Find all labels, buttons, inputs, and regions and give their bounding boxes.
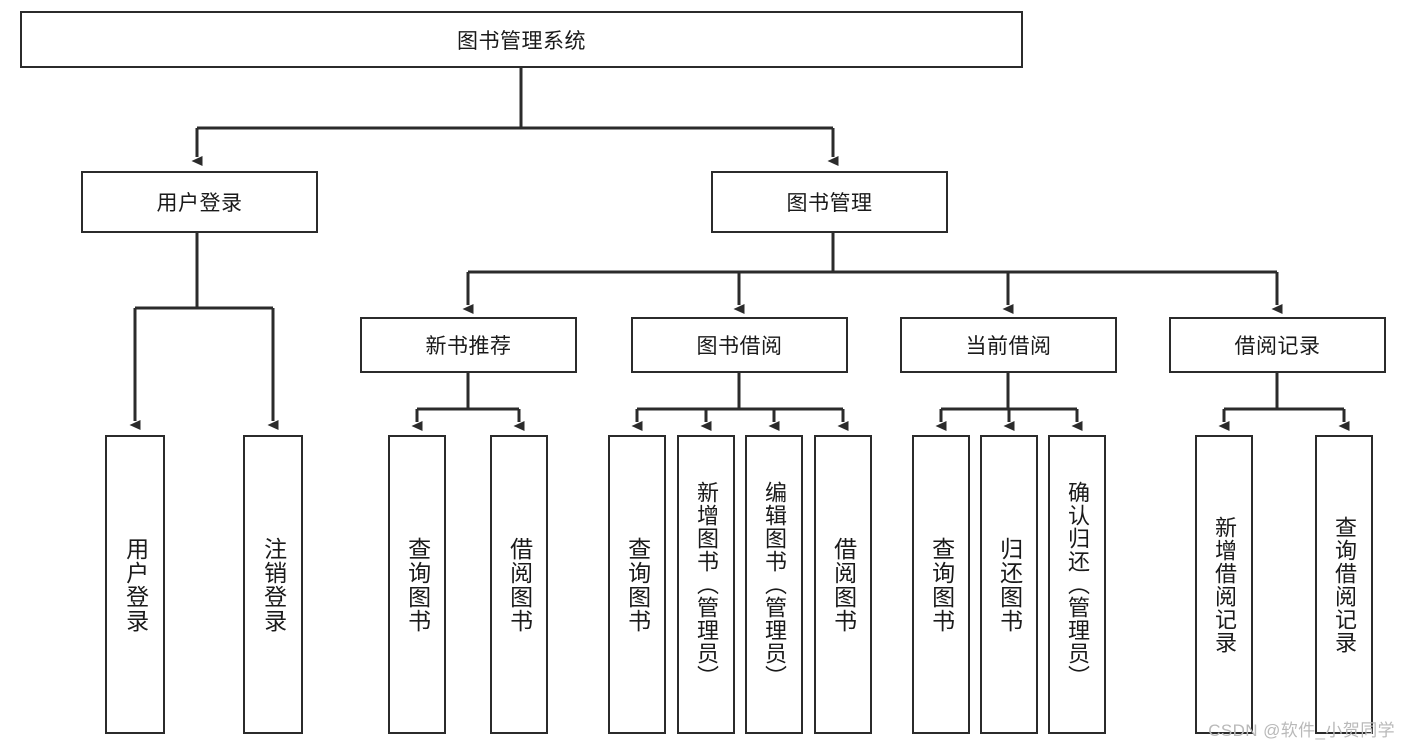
node-label: 查询图书 (928, 536, 955, 633)
leaf-borrow-record-query-record[interactable]: 查询借阅记录 (1315, 435, 1373, 734)
leaf-new-book-query-book[interactable]: 查询图书 (388, 435, 446, 734)
leaf-book-borrow-add-book-admin[interactable]: 新增图书（管理员） (677, 435, 735, 734)
node-label: 用户登录 (156, 192, 243, 215)
node-new-book-recommend[interactable]: 新书推荐 (360, 317, 577, 373)
leaf-new-book-borrow-book[interactable]: 借阅图书 (490, 435, 548, 734)
node-label: 图书管理系统 (457, 29, 586, 53)
node-label: 查询图书 (624, 536, 651, 633)
node-label: 图书借阅 (696, 335, 783, 358)
node-label: 新增借阅记录 (1211, 515, 1237, 654)
node-label: 当前借阅 (965, 335, 1052, 358)
node-label: 编辑图书（管理员） (761, 481, 787, 688)
node-book-management[interactable]: 图书管理 (711, 171, 948, 233)
node-label: 借阅图书 (506, 536, 533, 633)
node-label: 新书推荐 (425, 335, 512, 358)
node-label: 查询借阅记录 (1331, 515, 1357, 654)
leaf-current-borrow-query-book[interactable]: 查询图书 (912, 435, 970, 734)
leaf-book-borrow-edit-book-admin[interactable]: 编辑图书（管理员） (745, 435, 803, 734)
node-book-borrow[interactable]: 图书借阅 (631, 317, 848, 373)
node-current-borrow[interactable]: 当前借阅 (900, 317, 1117, 373)
csdn-watermark: CSDN @软件_小贺同学 (1208, 721, 1395, 740)
leaf-user-login-login[interactable]: 用户登录 (105, 435, 165, 734)
leaf-current-borrow-return-book[interactable]: 归还图书 (980, 435, 1038, 734)
node-borrow-record[interactable]: 借阅记录 (1169, 317, 1386, 373)
node-label: 借阅图书 (830, 536, 857, 633)
node-user-login[interactable]: 用户登录 (81, 171, 318, 233)
node-label: 注销登录 (260, 536, 287, 633)
node-root-system[interactable]: 图书管理系统 (20, 11, 1023, 68)
leaf-book-borrow-query-book[interactable]: 查询图书 (608, 435, 666, 734)
node-label: 查询图书 (404, 536, 431, 633)
node-label: 确认归还（管理员） (1064, 481, 1090, 688)
leaf-book-borrow-borrow-book[interactable]: 借阅图书 (814, 435, 872, 734)
node-label: 用户登录 (122, 536, 149, 633)
node-label: 归还图书 (996, 536, 1023, 633)
node-label: 新增图书（管理员） (693, 481, 719, 688)
leaf-current-borrow-confirm-return-admin[interactable]: 确认归还（管理员） (1048, 435, 1106, 734)
leaf-borrow-record-add-record[interactable]: 新增借阅记录 (1195, 435, 1253, 734)
node-label: 图书管理 (786, 192, 873, 215)
leaf-user-login-logout[interactable]: 注销登录 (243, 435, 303, 734)
node-label: 借阅记录 (1234, 335, 1321, 358)
